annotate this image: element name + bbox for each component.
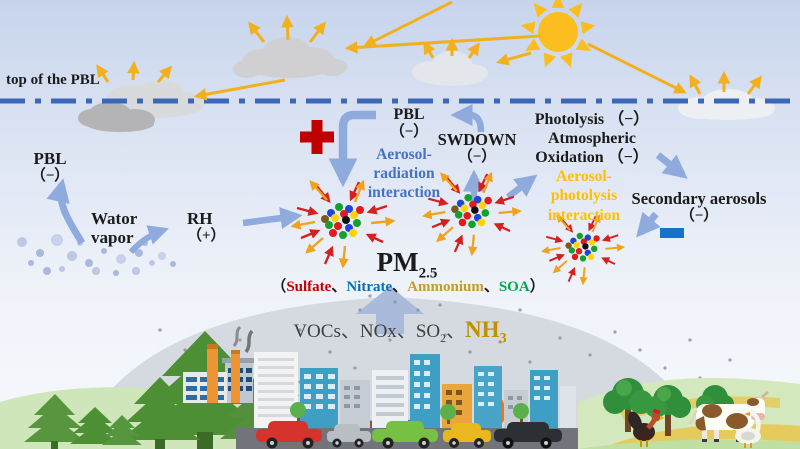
rh-line2: （+） bbox=[187, 228, 226, 245]
city-buildings bbox=[254, 352, 576, 432]
top-of-pbl-label: top of the PBL bbox=[6, 72, 100, 88]
cloud-icon bbox=[233, 37, 347, 78]
nox-label: NOx bbox=[359, 321, 397, 342]
arrow-rh-to-aerosol bbox=[242, 207, 303, 230]
rh-line1: RH bbox=[187, 209, 213, 228]
precursors-label: VOCs、NOx、SO2、NH3 bbox=[293, 317, 507, 347]
arrow-secondary-to-aerosol bbox=[636, 211, 661, 238]
car-yellow bbox=[443, 423, 491, 448]
water-vapor-line2: vapor bbox=[91, 228, 134, 248]
pbl-center-line2: （−） bbox=[389, 123, 429, 140]
cloud-icon bbox=[678, 89, 775, 120]
cloud-icon bbox=[412, 51, 488, 86]
vocs-label: VOCs bbox=[293, 321, 341, 342]
pbl-left-line2: （−） bbox=[30, 168, 70, 185]
nh3-label: NH3 bbox=[465, 317, 507, 347]
water-vapor-dots bbox=[17, 234, 176, 276]
pine-tree bbox=[102, 415, 142, 445]
soa-label: SOA bbox=[498, 279, 530, 295]
car-red bbox=[256, 421, 322, 449]
aerosol-cluster bbox=[543, 216, 623, 283]
photolysis-oxidation-label: Photolysis （−） Atmospheric Oxidation （−） bbox=[534, 111, 650, 167]
pine-tree bbox=[120, 377, 200, 449]
sulfate-label: Sulfate bbox=[286, 279, 332, 295]
factory-icon bbox=[183, 325, 256, 403]
rh-label: RH （+） bbox=[187, 209, 226, 245]
secondary-aerosols-label: Secondary aerosols （−） bbox=[631, 189, 767, 225]
pm-species-label: （Sulfate、Nitrate、Ammonium、SOA） bbox=[271, 279, 545, 295]
ammonium-label: Ammonium bbox=[407, 279, 484, 295]
emission-arrow bbox=[356, 286, 424, 334]
aerosol-radiation-label: Aerosol- radiation interaction bbox=[367, 146, 441, 201]
minus-icon bbox=[660, 228, 684, 238]
arrow-aerosol-to-photolysis bbox=[506, 174, 538, 200]
car-silver bbox=[327, 424, 371, 448]
pine-tree bbox=[70, 407, 120, 444]
pine-tree bbox=[24, 394, 86, 449]
pbl-center-label: PBL （−） bbox=[390, 106, 429, 141]
solar-radiation-arrows bbox=[96, 0, 762, 101]
plus-icon bbox=[300, 120, 334, 154]
arrow-water-to-pbl bbox=[46, 178, 86, 245]
particle-dots bbox=[158, 294, 732, 397]
nitrate-label: Nitrate bbox=[346, 279, 393, 295]
pbl-center-line1: PBL bbox=[393, 106, 425, 123]
pbl-left-line1: PBL bbox=[33, 149, 67, 168]
cloud-icon bbox=[78, 80, 205, 132]
street-tree bbox=[290, 402, 529, 424]
aerosol-photolysis-label: Aerosol- photolysis interaction bbox=[547, 168, 621, 224]
arrow-oxidation-to-secondary bbox=[655, 152, 688, 179]
car-black bbox=[494, 422, 562, 449]
water-vapor-line1: Wator bbox=[91, 209, 138, 228]
goose-icon bbox=[735, 409, 761, 448]
pm25-label: PM2.5 bbox=[376, 247, 438, 282]
pbl-left-label: PBL （−） bbox=[31, 149, 70, 185]
swdown-label: SWDOWN （−） bbox=[437, 130, 517, 166]
process-arrows bbox=[46, 103, 688, 255]
car-green bbox=[372, 421, 438, 449]
water-vapor-label: Wator vapor bbox=[91, 209, 137, 247]
sun-icon bbox=[520, 0, 596, 68]
arrow-swdown-to-pbl bbox=[450, 103, 485, 133]
so2-label: SO2 bbox=[415, 321, 447, 345]
rooster-icon bbox=[628, 408, 665, 447]
farm-tree bbox=[645, 385, 691, 436]
arrow-vapor-to-rh bbox=[128, 225, 169, 255]
farm bbox=[578, 378, 800, 449]
arrow-pbl-to-aerosol bbox=[328, 110, 376, 188]
